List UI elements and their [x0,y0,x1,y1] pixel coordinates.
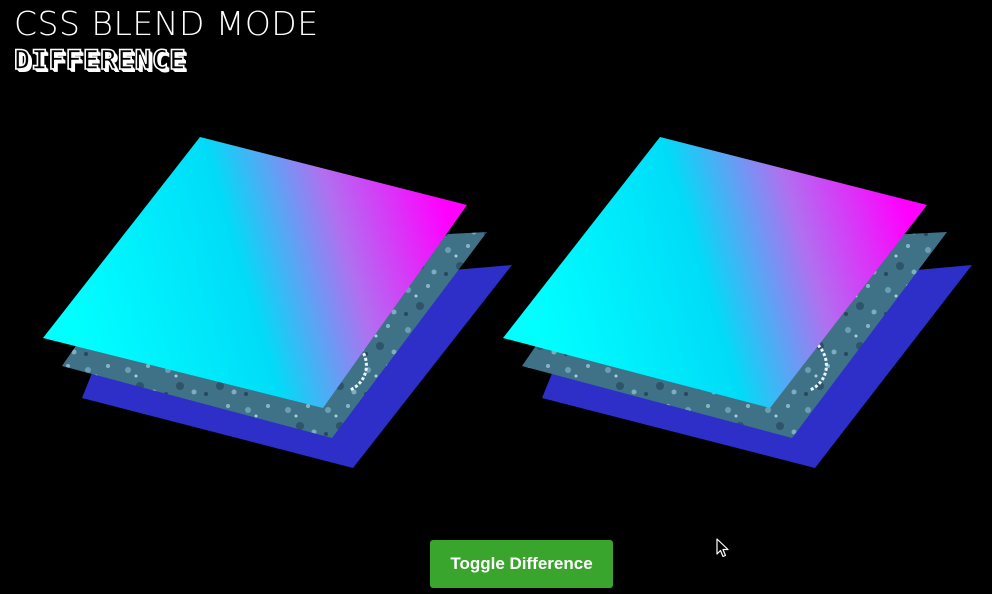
cyan-magenta-gradient-layer [503,137,927,408]
mouse-pointer-icon [716,538,729,558]
stack-left [43,137,512,468]
water-splash-highlight [349,343,368,392]
water-splash-highlight [809,343,828,392]
toggle-difference-button[interactable]: Toggle Difference [430,540,613,588]
page-title: CSS BLEND MODE [14,4,319,43]
cyan-magenta-gradient-layer [43,137,467,408]
page-subtitle: DIFFERENCE [13,44,187,77]
stack-right [503,137,972,468]
